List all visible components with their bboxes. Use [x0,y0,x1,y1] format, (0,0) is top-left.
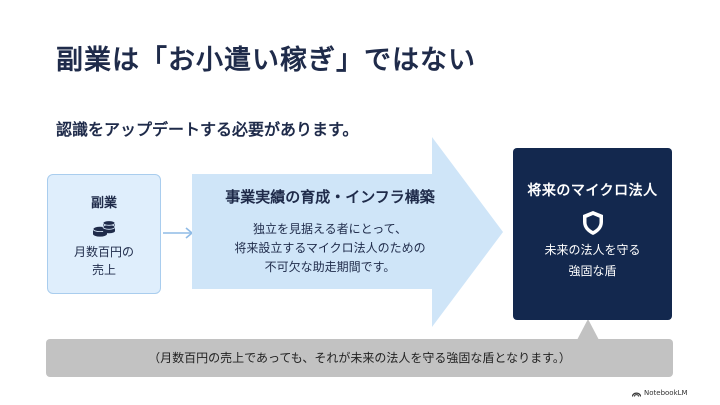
arrow-body-text: 独立を見据える者にとって、 将来設立するマイクロ法人のための 不可欠な助走期間で… [205,220,455,277]
band-notch [577,319,599,340]
side-business-box: 副業 月数百円の 売上 [47,174,161,294]
arrow-body-line2: 将来設立するマイクロ法人のための [234,241,426,255]
slide-title: 副業は「お小遣い稼ぎ」ではない [56,45,476,76]
notebooklm-label: NotebookLM [644,389,688,397]
slide-subtitle: 認識をアップデートする必要があります。 [56,120,359,139]
arrow-body-line3: 不可欠な助走期間です。 [264,260,396,274]
micro-corporation-box: 将来のマイクロ法人 未来の法人を守る 強固な盾 [513,148,672,320]
side-business-text-line1: 月数百円の [73,245,134,259]
shield-icon [513,210,672,236]
micro-corporation-text-line2: 強固な盾 [568,264,617,278]
footer-note: （月数百円の売上であっても、それが未来の法人を守る強固な盾となります。） [148,351,571,365]
arrow-title: 事業実績の育成・インフラ構築 [225,188,435,206]
micro-corporation-text: 未来の法人を守る 強固な盾 [513,240,672,282]
notebooklm-watermark: NotebookLM [632,389,688,397]
side-business-text-line2: 売上 [91,263,116,277]
micro-corporation-label: 将来のマイクロ法人 [527,183,658,199]
side-business-label: 副業 [90,196,117,211]
arrow-body-line1: 独立を見据える者にとって、 [252,222,408,236]
big-arrow-shape [192,137,503,327]
notebooklm-logo-icon [632,392,641,397]
connector-arrow-icon [163,227,194,239]
footer-band [46,339,673,377]
side-business-text: 月数百円の 売上 [48,243,160,279]
coins-icon [48,217,160,239]
micro-corporation-text-line1: 未来の法人を守る [544,243,641,257]
